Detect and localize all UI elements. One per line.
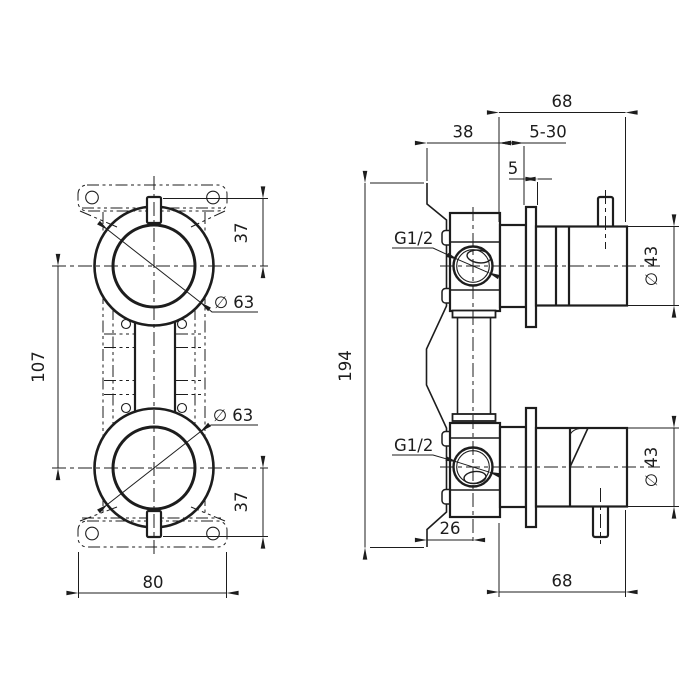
dim-label-38: 38 (453, 123, 474, 142)
body-clips (441, 229, 451, 505)
thread-callout-bottom: G1/2 (392, 436, 501, 478)
dim-label-37-top: 37 (232, 223, 251, 244)
screw-hole (85, 190, 99, 205)
hidden-mounting-plate (102, 212, 206, 516)
dim-43-top: ∅ 43 (628, 214, 679, 318)
dim-68-top: 68 (486, 92, 638, 222)
plate-hole (120, 402, 132, 414)
dim-label-dia63-top: ∅ 63 (214, 293, 255, 312)
front-view: ∅ 63 ∅ 63 37 107 37 80 (29, 176, 268, 598)
side-view: G1/2 G1/2 68 38 5-30 (336, 92, 679, 597)
dim-107: 107 (29, 253, 61, 481)
dim-label-80: 80 (143, 573, 164, 592)
dim-label-g12-top: G1/2 (394, 229, 433, 248)
connecting-bar (133, 322, 177, 413)
dim-label-194: 194 (336, 350, 355, 382)
dim-label-26: 26 (440, 519, 461, 538)
plate-hole (176, 402, 188, 414)
dim-37-top: 37 (163, 186, 268, 279)
dim-5-30: 5-30 (487, 123, 567, 205)
screw-hole (85, 526, 99, 541)
dim-194: 194 (336, 170, 424, 560)
bracket-screw-holes (85, 190, 220, 541)
dim-80: 80 (66, 552, 239, 598)
dim-label-68-bottom: 68 (552, 572, 573, 591)
dim-38: 38 (414, 123, 512, 181)
thread-callout-top: G1/2 (392, 229, 500, 280)
clip (441, 287, 451, 304)
dim-26: 26 (414, 519, 486, 543)
dim-43-bottom: ∅ 43 (628, 415, 679, 519)
screw-hole (206, 190, 220, 205)
dim-label-5: 5 (508, 159, 519, 178)
escutcheon-plate-top (524, 205, 538, 329)
dim-label-dia63-bottom: ∅ 63 (213, 406, 254, 425)
wall-bracket-profile (425, 183, 448, 547)
clip (441, 488, 451, 505)
connecting-pipe (451, 309, 497, 422)
dim-label-43-top: ∅ 43 (642, 246, 661, 287)
clip (441, 229, 451, 246)
clip (441, 430, 451, 447)
screw-hole (206, 526, 220, 541)
dim-68-bottom: 68 (486, 510, 638, 597)
leader-dia63-top: ∅ 63 (97, 220, 258, 313)
leader-dia63-bottom: ∅ 63 (97, 406, 258, 514)
dim-label-68-top: 68 (552, 92, 573, 111)
dim-label-107: 107 (29, 351, 48, 383)
dim-label-5-30: 5-30 (529, 123, 566, 142)
dim-label-43-bottom: ∅ 43 (642, 447, 661, 488)
dim-label-37-bottom: 37 (232, 492, 251, 513)
dim-5: 5 (508, 159, 552, 205)
dim-label-g12-bottom: G1/2 (394, 436, 433, 455)
dim-37-bottom: 37 (163, 455, 268, 549)
